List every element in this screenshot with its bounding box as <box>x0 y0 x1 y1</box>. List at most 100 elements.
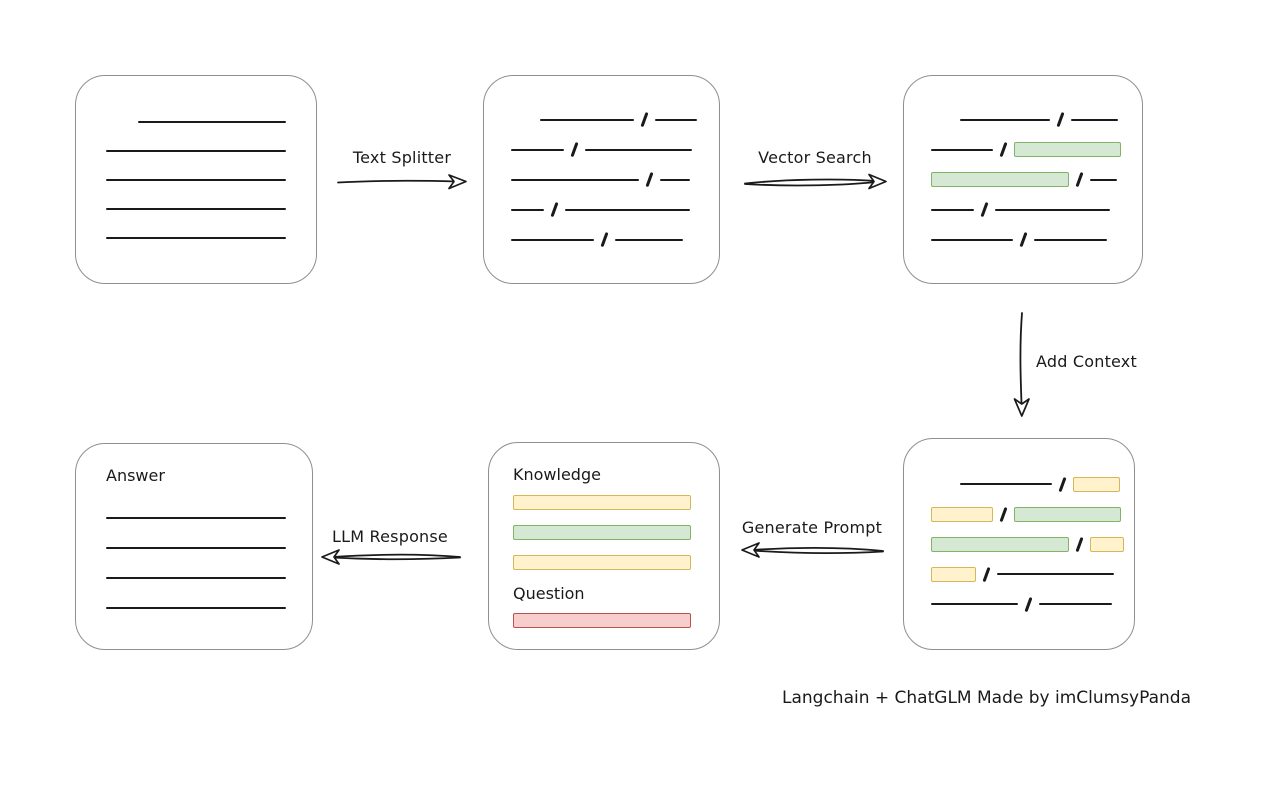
chunk-row <box>511 171 690 188</box>
text-line <box>106 607 286 609</box>
text-line <box>931 603 1018 605</box>
text-line <box>584 148 692 151</box>
text-line <box>106 517 286 519</box>
yellow-chunk-bar <box>931 506 993 522</box>
text-line <box>931 238 1013 241</box>
slash-separator <box>1056 112 1064 127</box>
vector-matched-box <box>903 75 1143 284</box>
document-lines <box>76 76 316 283</box>
text-line <box>659 178 690 181</box>
add-context-arrow <box>1013 312 1030 417</box>
slash-separator <box>999 142 1007 157</box>
source-document-box <box>75 75 317 284</box>
answer-content: Answer <box>76 444 312 649</box>
prompt-box: Knowledge Question <box>488 442 720 650</box>
generate-prompt-label: Generate Prompt <box>741 518 883 537</box>
text-splitter-arrow <box>337 174 467 190</box>
text-line <box>511 178 639 181</box>
text-line <box>511 208 544 211</box>
answer-lines <box>106 517 286 609</box>
llm-response-arrow <box>321 549 461 565</box>
red-chunk-bar <box>513 613 691 628</box>
green-chunk-bar <box>513 525 691 540</box>
chunk-row <box>511 111 697 128</box>
chunk-row <box>511 201 690 218</box>
context-chunk-rows <box>904 439 1134 649</box>
chunk-row <box>931 596 1112 613</box>
context-box <box>903 438 1135 650</box>
chunk-row <box>931 171 1117 188</box>
text-line <box>511 148 564 151</box>
knowledge-label: Knowledge <box>513 465 601 484</box>
yellow-chunk-bar <box>513 495 691 510</box>
green-chunk-bar <box>931 172 1069 187</box>
slash-separator <box>1024 596 1032 612</box>
matched-chunk-rows <box>904 76 1142 283</box>
text-line <box>106 236 286 239</box>
text-line <box>1089 178 1117 181</box>
slash-separator <box>1019 232 1027 247</box>
yellow-chunk-bar <box>931 566 976 582</box>
slash-separator <box>999 506 1007 522</box>
chunk-row <box>931 111 1118 128</box>
text-line <box>106 178 286 181</box>
vector-search-arrow <box>744 173 887 190</box>
text-line <box>511 238 594 241</box>
green-chunk-bar <box>1013 142 1121 157</box>
text-line <box>996 573 1114 575</box>
slash-separator <box>1075 172 1083 187</box>
split-chunk-rows <box>484 76 719 283</box>
yellow-chunk-bar <box>513 555 691 570</box>
vector-search-label: Vector Search <box>758 148 872 167</box>
chunk-row <box>511 231 683 248</box>
yellow-chunk-bar <box>1072 476 1120 492</box>
chunk-row <box>931 141 1121 158</box>
text-line <box>960 483 1052 485</box>
slash-separator <box>982 566 990 582</box>
text-line <box>138 120 286 123</box>
slash-separator <box>640 112 648 127</box>
slash-separator <box>600 232 608 247</box>
knowledge-bars <box>513 495 691 570</box>
generate-prompt-arrow <box>741 542 884 558</box>
llm-response-label: LLM Response <box>332 527 448 546</box>
question-label: Question <box>513 584 585 603</box>
text-line <box>1070 118 1118 121</box>
text-line <box>960 118 1050 121</box>
answer-label: Answer <box>106 466 165 485</box>
slash-separator <box>570 142 578 157</box>
green-chunk-bar <box>931 536 1069 552</box>
slash-separator <box>1058 476 1066 492</box>
yellow-chunk-bar <box>1089 536 1124 552</box>
text-line <box>106 207 286 210</box>
chunk-row <box>931 506 1121 523</box>
text-line <box>994 208 1110 211</box>
add-context-label: Add Context <box>1036 352 1137 371</box>
credit-text: Langchain + ChatGLM Made by imClumsyPand… <box>782 688 1191 708</box>
text-line <box>1033 238 1107 241</box>
prompt-content: Knowledge Question <box>489 443 719 649</box>
split-text-box <box>483 75 720 284</box>
slash-separator <box>980 202 988 217</box>
text-line <box>106 149 286 152</box>
slash-separator <box>1075 536 1083 552</box>
green-chunk-bar <box>1013 506 1121 522</box>
text-line <box>931 208 974 211</box>
chunk-row <box>511 141 692 158</box>
slash-separator <box>550 202 558 217</box>
chunk-row <box>931 201 1110 218</box>
answer-box: Answer <box>75 443 313 650</box>
text-line <box>106 577 286 579</box>
text-line <box>564 208 690 211</box>
question-bars <box>513 613 691 628</box>
text-line <box>931 148 993 151</box>
chunk-row <box>931 566 1114 583</box>
text-line <box>1038 603 1112 605</box>
chunk-row <box>931 231 1107 248</box>
text-line <box>106 547 286 549</box>
chunk-row <box>931 536 1124 553</box>
text-line <box>614 238 683 241</box>
chunk-row <box>931 476 1120 493</box>
slash-separator <box>645 172 653 187</box>
